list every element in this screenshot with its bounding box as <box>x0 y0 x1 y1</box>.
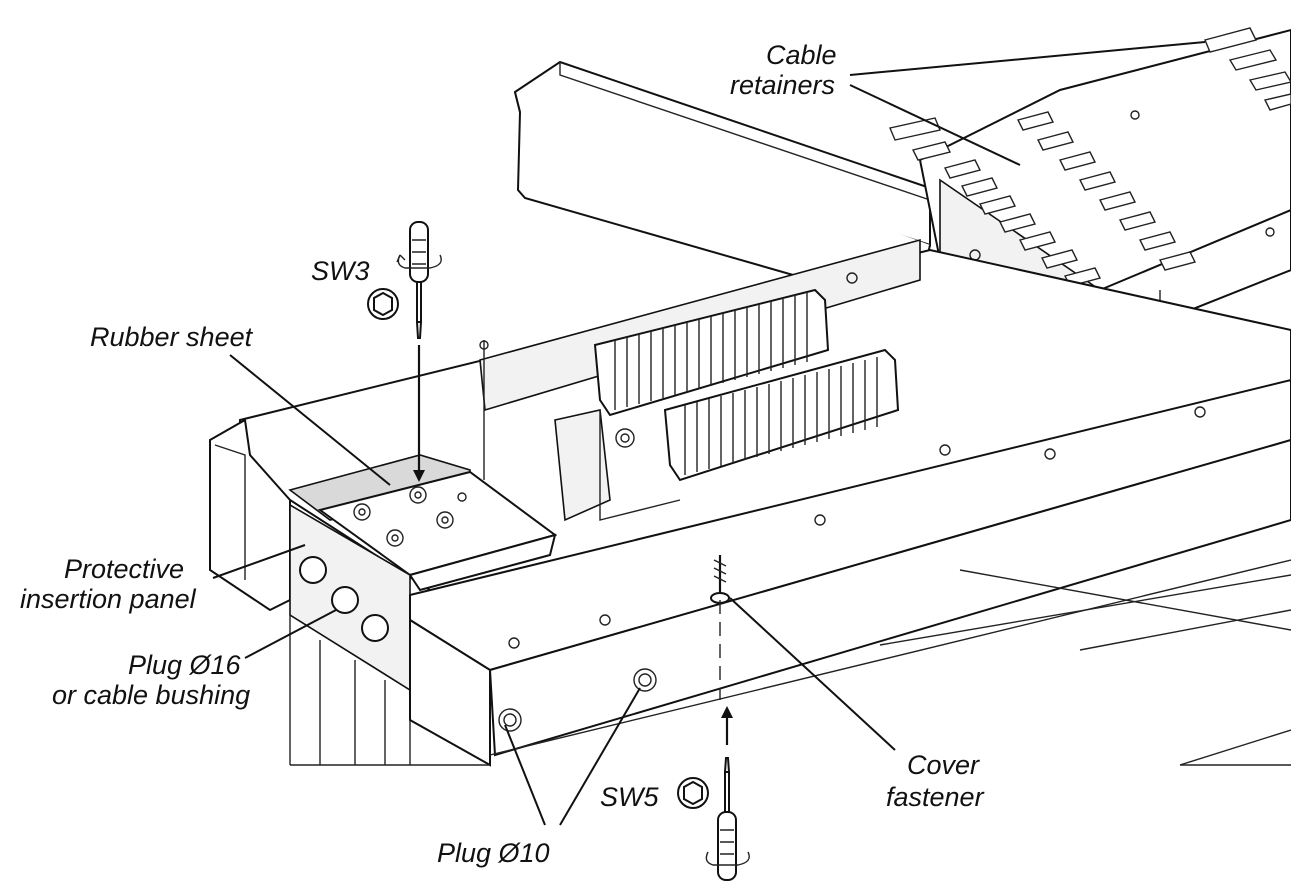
label-protective: Protective <box>64 554 185 584</box>
label-sw5: SW5 <box>600 782 659 812</box>
front-beam <box>409 378 1291 767</box>
base-frame <box>290 569 1291 766</box>
hex-socket-icon <box>677 777 709 809</box>
leader-cover-fastener <box>729 597 896 751</box>
top-rail <box>513 60 931 312</box>
label-cable-bushing: or cable bushing <box>52 680 251 710</box>
terminal-block-lower <box>663 348 900 482</box>
label-plug10: Plug Ø10 <box>437 838 550 868</box>
label-fastener: fastener <box>886 782 984 812</box>
rubber-sheet <box>288 454 558 592</box>
rotation-arrow-icon <box>705 851 750 866</box>
label-cover: Cover <box>907 750 980 780</box>
leader-plug10-b <box>559 687 641 826</box>
leader-plug10-a <box>504 724 546 826</box>
label-sw3: SW3 <box>311 256 370 286</box>
leader-cable-retainers-1 <box>849 41 1206 76</box>
leader-plug16 <box>244 609 337 659</box>
rotation-arrow-icon <box>396 254 442 269</box>
screwdriver-icon <box>409 221 429 339</box>
terminal-block-upper <box>593 288 830 417</box>
label-rubber-sheet: Rubber sheet <box>90 322 253 352</box>
leader-protective-panel <box>212 544 306 579</box>
leader-rubber-sheet <box>229 354 391 486</box>
screwdriver-icon <box>717 757 737 881</box>
leader-cable-retainers-2 <box>849 84 1021 166</box>
label-insertion-panel: insertion panel <box>20 584 196 614</box>
label-cable: Cable <box>766 40 837 70</box>
label-plug16: Plug Ø16 <box>128 650 241 680</box>
hex-socket-icon <box>367 288 399 320</box>
din-rail <box>554 409 951 522</box>
label-retainers: retainers <box>730 70 836 100</box>
